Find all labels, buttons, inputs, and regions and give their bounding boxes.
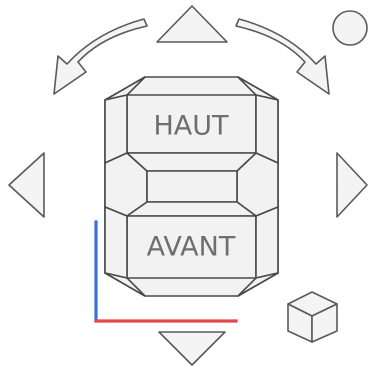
cube-face-top[interactable] <box>126 94 257 154</box>
cube-edge-bottom-right[interactable] <box>255 206 279 279</box>
home-view-circle-icon[interactable] <box>332 10 368 46</box>
cube-corner-bottom-right[interactable] <box>237 272 279 297</box>
rotate-left-arrow-icon[interactable] <box>53 18 148 95</box>
cube-edge-top-right[interactable] <box>255 94 279 164</box>
cube-edge-front-bottom[interactable] <box>126 201 257 217</box>
orbit-right-icon[interactable] <box>336 152 368 218</box>
cube-face-front[interactable] <box>126 215 257 279</box>
cube-corner-bottom-left[interactable] <box>104 272 146 297</box>
orbit-down-icon[interactable] <box>158 331 226 366</box>
cube-edge-bottom-left[interactable] <box>104 206 128 279</box>
navigation-cube: HAUT AVANT <box>104 76 279 297</box>
cube-edge-front-top[interactable] <box>126 152 257 172</box>
cube-edge-center[interactable] <box>146 170 238 203</box>
view-menu-cube-icon[interactable] <box>287 291 338 343</box>
orbit-left-icon[interactable] <box>8 152 45 218</box>
orbit-up-icon[interactable] <box>156 5 228 43</box>
rotate-right-arrow-icon[interactable] <box>235 18 330 95</box>
cube-edge-top-left[interactable] <box>104 94 128 164</box>
